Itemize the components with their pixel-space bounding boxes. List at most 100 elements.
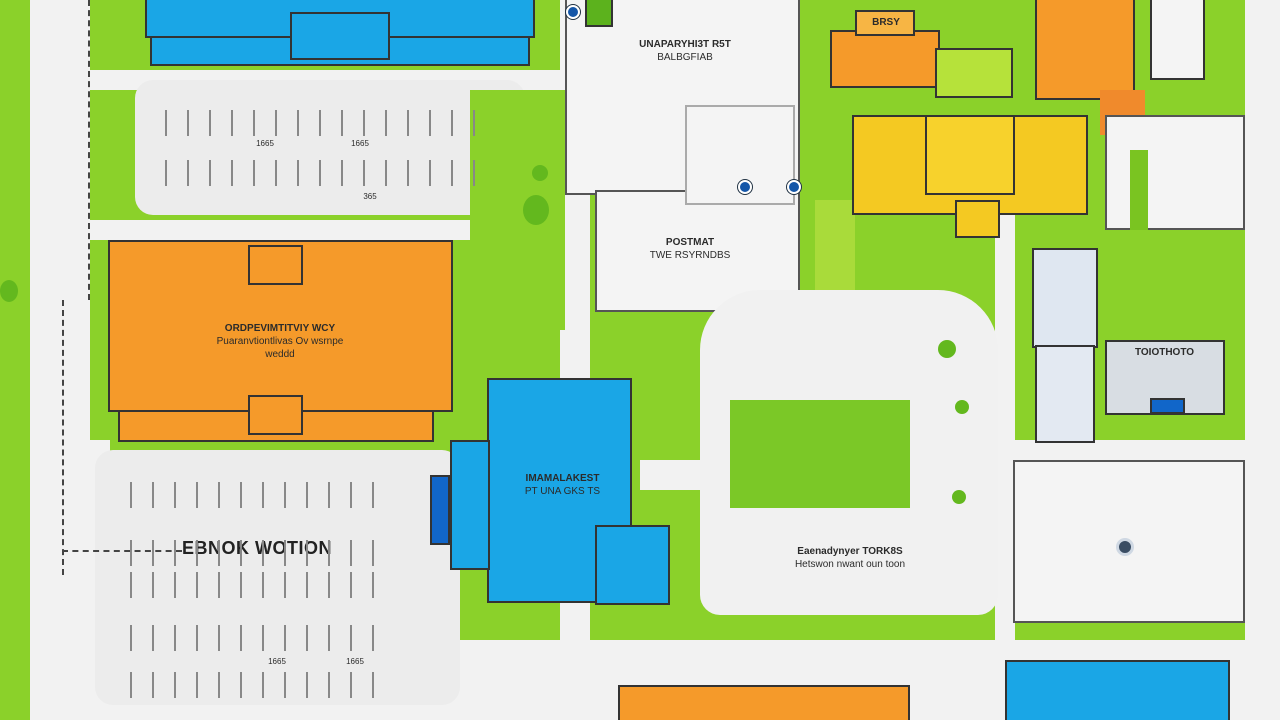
parking-stall-line <box>218 482 220 508</box>
parking-stall-line <box>231 110 233 136</box>
right-center-label: Eaenadynyer TORK8S Hetswon nwant oun too… <box>794 546 906 570</box>
building-orange-tag[interactable] <box>855 10 915 36</box>
building-blue-center-wing[interactable] <box>450 440 490 570</box>
building-orange-right[interactable] <box>1035 0 1135 100</box>
parking-stall-line <box>284 572 286 598</box>
building-yellow-small[interactable] <box>935 48 1013 98</box>
tree-icon <box>0 280 18 302</box>
walking-path <box>62 550 182 552</box>
center-white-label: POSTMAT TWE RSYRNDBS <box>649 237 731 261</box>
building-top-blue-annex[interactable] <box>290 12 390 60</box>
parking-stall-line <box>152 625 154 651</box>
grass-island-center <box>470 90 565 330</box>
building-right-lower-tower[interactable] <box>1035 345 1095 443</box>
parking-stall-line <box>297 160 299 186</box>
parking-lot-top <box>135 80 525 215</box>
building-right-tall[interactable] <box>1105 115 1245 230</box>
building-blue-center-door[interactable] <box>430 475 450 545</box>
parking-stall-line <box>231 160 233 186</box>
building-center-annex[interactable] <box>685 105 795 205</box>
road-right-vertical <box>995 210 1015 640</box>
tree-icon <box>955 400 969 414</box>
building-orange-top[interactable] <box>830 30 940 88</box>
parking-stall-line <box>130 482 132 508</box>
parking-stall-line <box>240 672 242 698</box>
parking-stall-line <box>284 540 286 566</box>
location-pin-icon[interactable] <box>738 180 752 194</box>
parking-stall-line <box>429 160 431 186</box>
walking-path <box>62 300 64 575</box>
building-yellow-wing[interactable] <box>955 200 1000 238</box>
parking-stall-line <box>174 572 176 598</box>
parking-stall-line <box>130 672 132 698</box>
building-white-topright[interactable] <box>1150 0 1205 80</box>
parking-stall-line <box>372 572 374 598</box>
building-yellow-stairs[interactable] <box>925 115 1015 195</box>
parking-stall-line <box>262 672 264 698</box>
building-blue-bottom[interactable] <box>1005 660 1230 720</box>
parking-stall-line <box>253 160 255 186</box>
parking-stall-line <box>328 540 330 566</box>
parking-stall-line <box>328 625 330 651</box>
parking-stall-line <box>262 482 264 508</box>
parking-stall-line <box>196 625 198 651</box>
building-right-blue-small[interactable] <box>1150 398 1185 414</box>
walking-path <box>88 0 90 300</box>
parking-stall-line <box>218 540 220 566</box>
road-far-right <box>1245 0 1280 720</box>
parking-stall-line <box>165 160 167 186</box>
building-orange-bottom[interactable] <box>618 685 910 720</box>
parking-stall-line <box>319 160 321 186</box>
parking-stall-line <box>152 540 154 566</box>
parking-stall-line <box>284 625 286 651</box>
building-blue-center-annex[interactable] <box>595 525 670 605</box>
parking-stall-line <box>174 540 176 566</box>
parking-stall-line <box>407 160 409 186</box>
parking-stall-line <box>350 625 352 651</box>
parking-tag: 1665 <box>256 139 274 148</box>
parking-stall-line <box>174 625 176 651</box>
parking-stall-line <box>218 672 220 698</box>
building-right-window-tower[interactable] <box>1032 248 1098 348</box>
building-orange-left-bottom-annex[interactable] <box>248 395 303 435</box>
road-right-horizontal <box>1010 440 1280 460</box>
parking-stall-line <box>451 110 453 136</box>
parking-stall-line <box>165 110 167 136</box>
parking-tag: 1665 <box>351 139 369 148</box>
parking-stall-line <box>275 160 277 186</box>
parking-stall-line <box>130 572 132 598</box>
parking-stall-line <box>341 110 343 136</box>
parking-stall-line <box>174 482 176 508</box>
tree-icon <box>952 490 966 504</box>
parking-stall-line <box>196 540 198 566</box>
parking-stall-line <box>363 110 365 136</box>
parking-tag: 1665 <box>346 657 364 666</box>
parking-stall-line <box>209 110 211 136</box>
parking-stall-line <box>451 160 453 186</box>
parking-stall-line <box>328 482 330 508</box>
parking-stall-line <box>262 625 264 651</box>
location-pin-icon[interactable] <box>787 180 801 194</box>
parking-stall-line <box>262 540 264 566</box>
compass-icon <box>1116 538 1134 556</box>
building-orange-left-top-annex[interactable] <box>248 245 303 285</box>
parking-stall-line <box>240 572 242 598</box>
green-accent-right <box>1130 150 1148 230</box>
parking-stall-line <box>363 160 365 186</box>
parking-stall-line <box>240 625 242 651</box>
parking-stall-line <box>196 672 198 698</box>
parking-stall-line <box>297 110 299 136</box>
parking-stall-line <box>350 572 352 598</box>
parking-stall-line <box>473 110 475 136</box>
parking-stall-line <box>328 672 330 698</box>
parking-stall-line <box>473 160 475 186</box>
location-pin-icon[interactable] <box>566 5 580 19</box>
parking-stall-line <box>306 572 308 598</box>
parking-stall-line <box>319 110 321 136</box>
tree-icon <box>532 165 548 181</box>
building-green-small[interactable] <box>585 0 613 27</box>
road-sign-label: EBNOK WOTION <box>182 538 332 558</box>
parking-stall-line <box>262 572 264 598</box>
parking-stall-line <box>350 672 352 698</box>
